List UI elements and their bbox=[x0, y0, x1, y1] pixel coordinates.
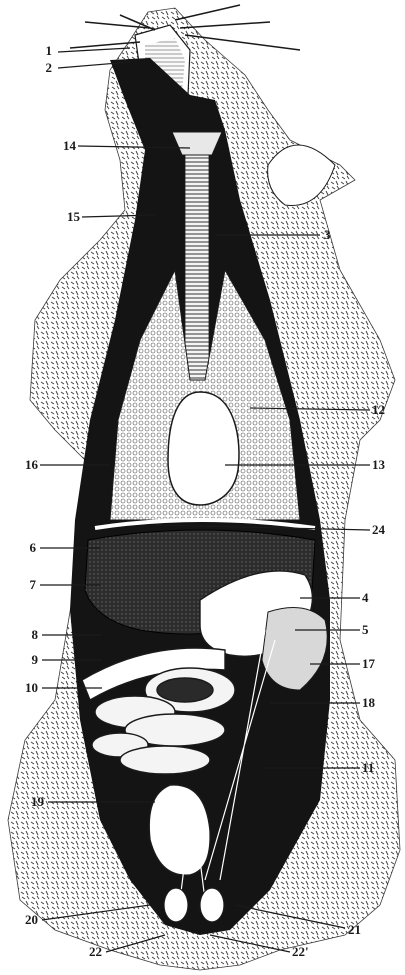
label-14: 14 bbox=[63, 138, 77, 153]
label-7: 7 bbox=[30, 577, 37, 592]
label-24: 24 bbox=[372, 522, 386, 537]
label-18: 18 bbox=[362, 695, 376, 710]
label-20: 20 bbox=[25, 912, 38, 927]
label-10: 10 bbox=[25, 680, 38, 695]
label-1: 1 bbox=[46, 43, 53, 58]
label-22: 22 bbox=[89, 944, 102, 959]
label-4: 4 bbox=[362, 590, 369, 605]
label-17: 17 bbox=[362, 656, 376, 671]
label-16: 16 bbox=[25, 457, 39, 472]
label-11: 11 bbox=[362, 760, 374, 775]
label-2: 2 bbox=[46, 60, 53, 75]
trachea bbox=[185, 135, 209, 405]
label-8: 8 bbox=[32, 627, 39, 642]
label-12: 12 bbox=[372, 402, 385, 417]
label-22-prime: 22' bbox=[292, 944, 309, 959]
label-3: 3 bbox=[324, 227, 331, 242]
label-19: 19 bbox=[31, 794, 45, 809]
label-21: 21 bbox=[348, 922, 361, 937]
label-15: 15 bbox=[67, 209, 81, 224]
heart bbox=[168, 392, 239, 505]
testis-right bbox=[200, 888, 224, 922]
testis-left bbox=[164, 888, 188, 922]
label-9: 9 bbox=[32, 652, 39, 667]
label-13: 13 bbox=[372, 457, 386, 472]
label-6: 6 bbox=[30, 540, 37, 555]
label-5: 5 bbox=[362, 622, 369, 637]
